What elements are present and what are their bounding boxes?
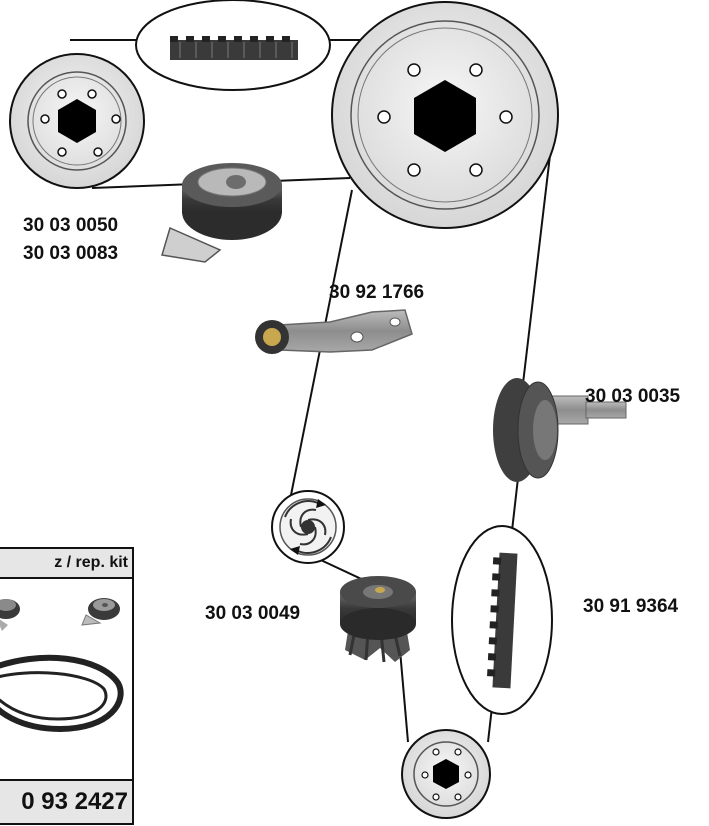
belt-detail-top xyxy=(136,0,330,90)
tensioner-part-number-1: 30 03 0050 xyxy=(23,214,118,238)
repair-kit-footer: 0 93 2427 xyxy=(0,779,132,823)
repair-kit-header: z / rep. kit xyxy=(0,549,132,579)
kit-belt-image xyxy=(0,658,121,729)
idler-pulley-part-number: 30 03 0035 xyxy=(585,385,680,409)
camshaft-pulley xyxy=(332,2,558,228)
belt-detail-right xyxy=(452,526,552,714)
tensioner-pulley xyxy=(162,163,282,262)
tensioner-arm xyxy=(255,310,412,354)
repair-kit-panel: z / rep. kit 0 93 2427 xyxy=(0,547,134,825)
timing-belt-part-number: 30 91 9364 xyxy=(583,595,678,619)
kit-tensioner-image xyxy=(0,599,20,631)
water-pump-part-number: 30 03 0049 xyxy=(205,602,300,626)
crankshaft-pulley xyxy=(10,54,144,188)
tensioner-part-number-2: 30 03 0083 xyxy=(23,242,118,266)
tensioner-arm-part-number: 30 92 1766 xyxy=(329,281,424,305)
repair-kit-number: 0 93 2427 xyxy=(21,788,128,816)
rotation-direction-icon xyxy=(272,491,344,563)
kit-pulley-image xyxy=(82,598,120,625)
repair-kit-image xyxy=(0,579,132,779)
water-pump xyxy=(340,576,416,662)
oil-pump-pulley xyxy=(402,730,490,818)
repair-kit-title: z / rep. kit xyxy=(54,554,128,572)
